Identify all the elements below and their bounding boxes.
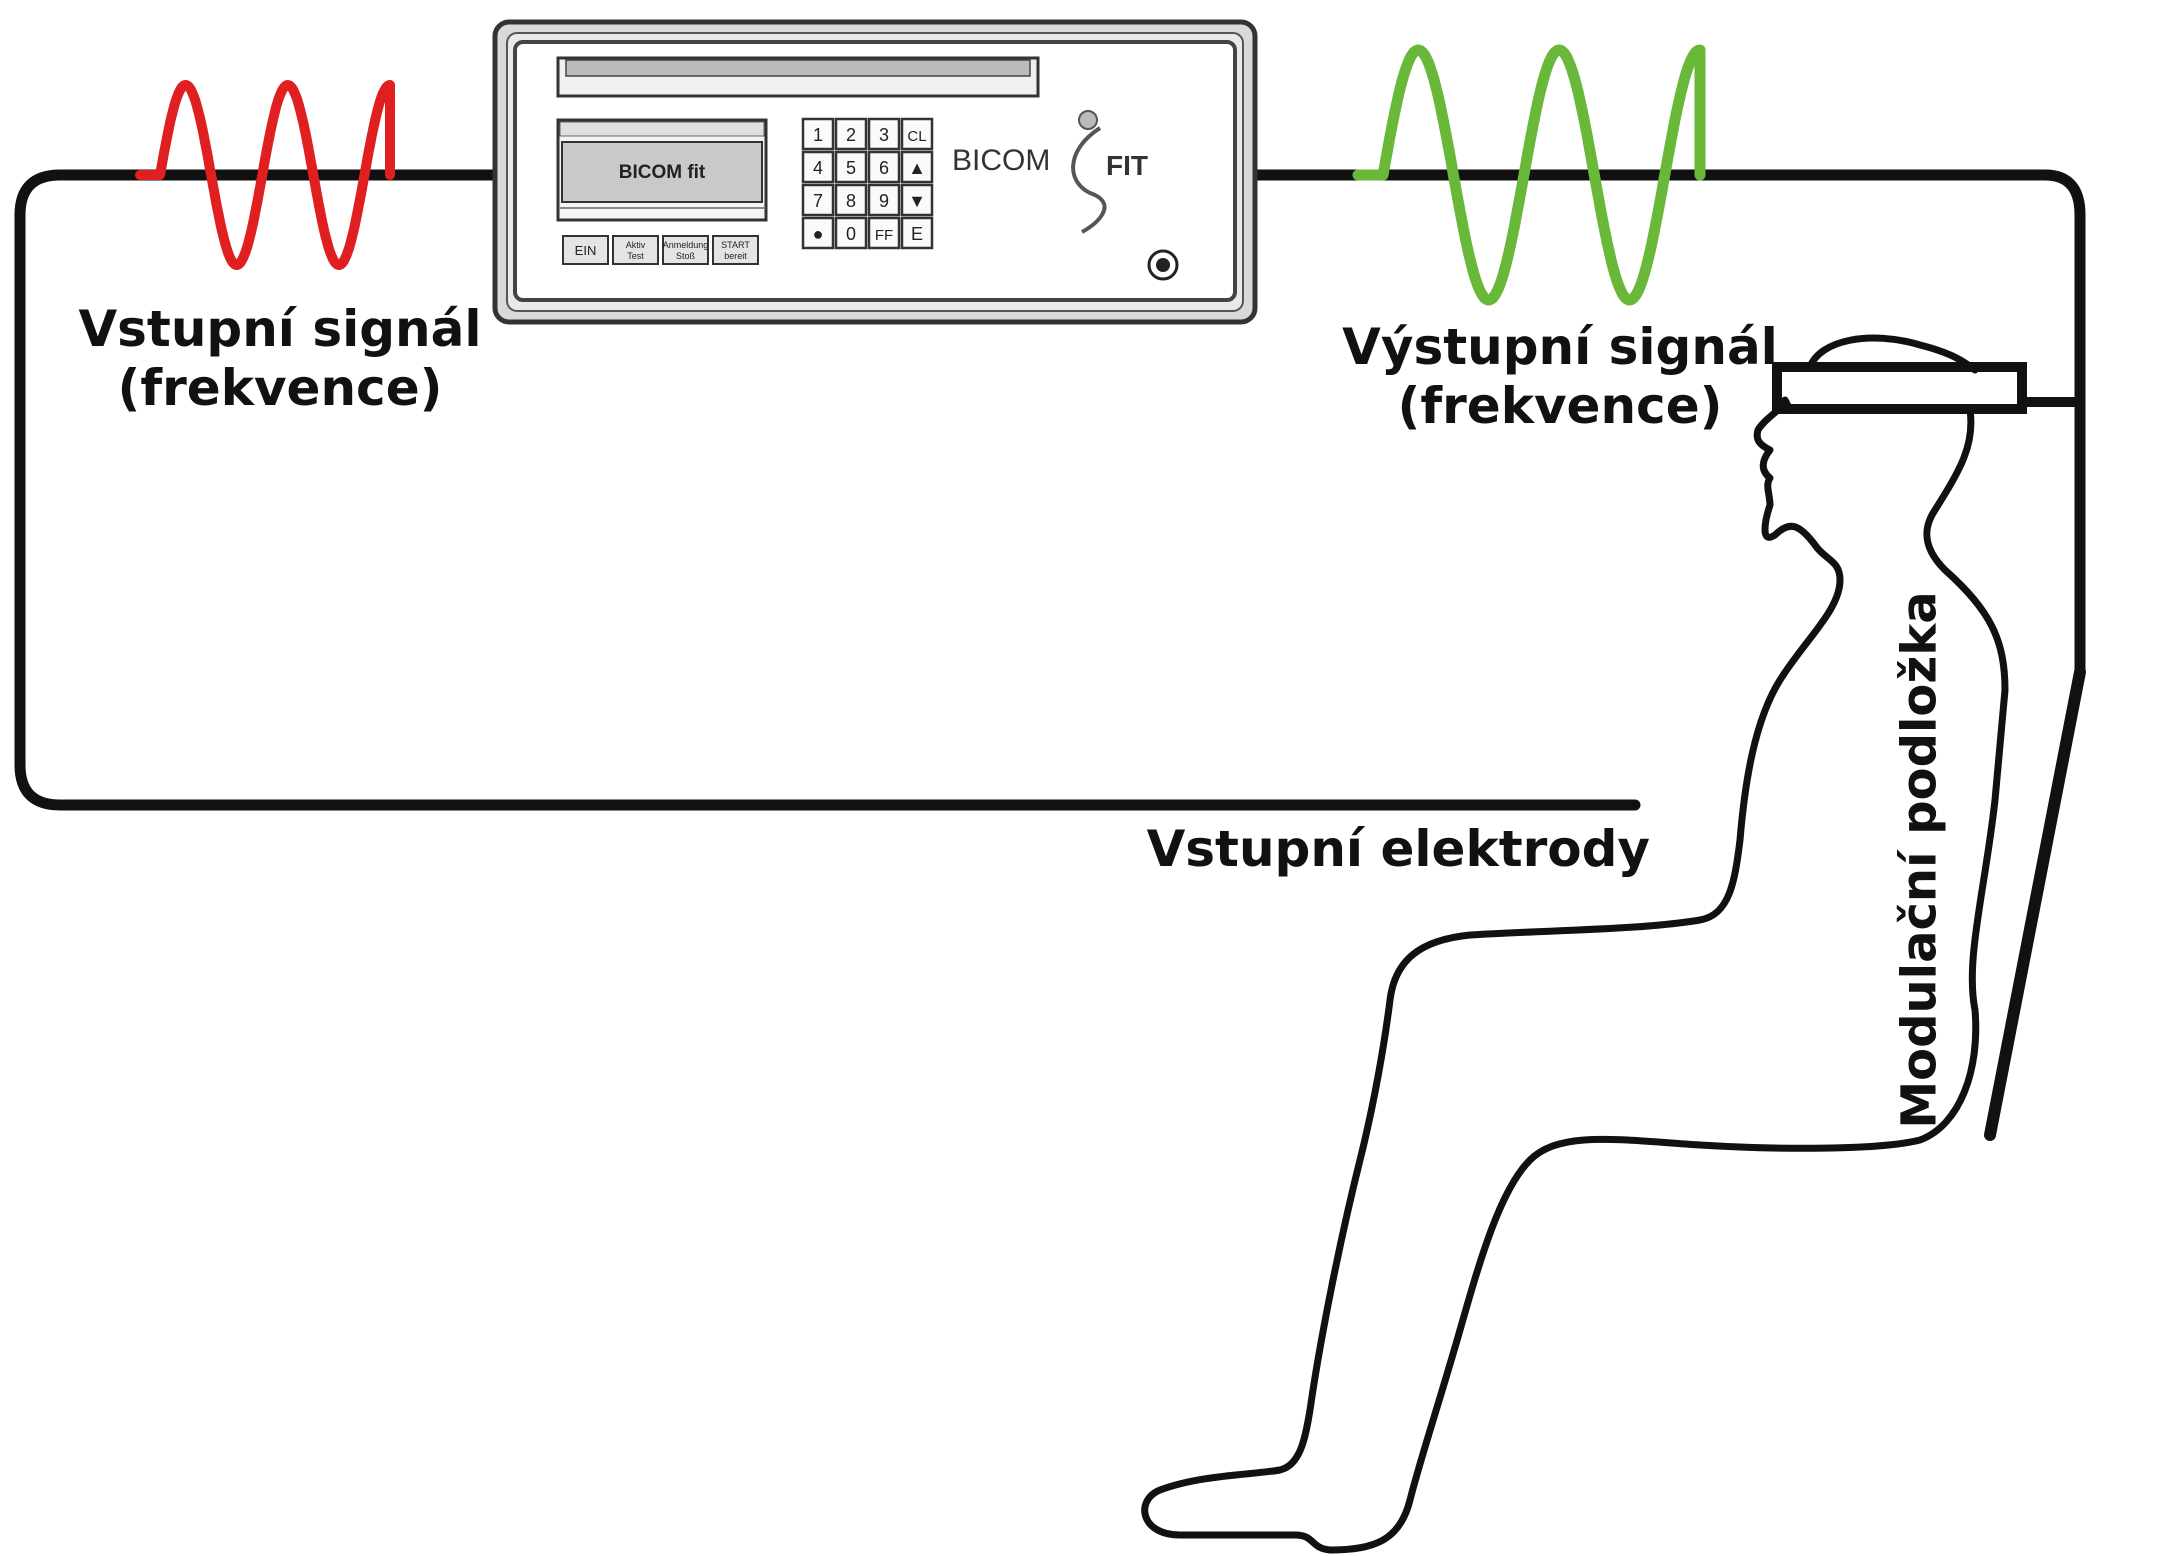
- function-button-label: Stoß: [676, 251, 696, 261]
- function-button-label: Aktiv: [626, 240, 646, 250]
- circuit-wire-right: [1249, 169, 2086, 676]
- input-signal-wave: [135, 80, 395, 270]
- brand-logo-dot: [1078, 110, 1098, 130]
- keypad-key[interactable]: 1: [801, 117, 835, 151]
- headband-electrode: [1772, 362, 2027, 414]
- input-signal-label-line2: (frekvence): [117, 359, 443, 417]
- output-signal-label-line2: (frekvence): [1397, 377, 1723, 435]
- circuit-wire: [14, 169, 1641, 811]
- keypad-key-label: ▼: [908, 191, 926, 211]
- function-button-label: START: [721, 240, 750, 250]
- keypad-key-label: ●: [813, 224, 824, 244]
- display-text: BICOM fit: [619, 162, 706, 183]
- function-button-label: EIN: [575, 243, 597, 258]
- brand-name: BICOM: [952, 144, 1050, 177]
- keypad-key-label: 6: [879, 158, 889, 178]
- brand-suffix: FIT: [1106, 150, 1148, 181]
- keypad-key[interactable]: ▲: [900, 150, 934, 184]
- keypad-key-label: FF: [875, 227, 893, 244]
- keypad-key[interactable]: 4: [801, 150, 835, 184]
- keypad-key-label: CL: [907, 128, 926, 145]
- modulation-pad-label: Modulační podložka: [1891, 591, 1948, 1129]
- keypad-key-label: 3: [879, 125, 889, 145]
- keypad: 1 2 3 CL 4 5 6 ▲ 7 8 9 ▼ ● 0 FF E: [801, 117, 934, 250]
- person-silhouette: [1141, 334, 2009, 1554]
- keypad-key-label: E: [911, 224, 923, 244]
- keypad-key-label: 7: [813, 191, 823, 211]
- input-signal-label-line1: Vstupní signál: [78, 300, 482, 358]
- input-electrodes-label: Vstupní elektrody: [1146, 820, 1650, 878]
- input-signal-label: Vstupní signál (frekvence): [30, 300, 530, 418]
- keypad-key[interactable]: 9: [867, 183, 901, 217]
- keypad-key[interactable]: E: [900, 216, 934, 250]
- function-button-label: Test: [627, 251, 644, 261]
- brand-logo-swoosh: [1071, 126, 1107, 234]
- function-button[interactable]: EIN: [562, 235, 609, 265]
- keypad-key-label: 0: [846, 224, 856, 244]
- display-screen: [561, 141, 763, 203]
- keypad-key[interactable]: 8: [834, 183, 868, 217]
- keypad-key-label: 8: [846, 191, 856, 211]
- keypad-key[interactable]: 3: [867, 117, 901, 151]
- output-signal-label: Výstupní signál (frekvence): [1290, 318, 1830, 436]
- keypad-key-label: 4: [813, 158, 823, 178]
- keypad-key[interactable]: CL: [900, 117, 934, 151]
- keypad-key[interactable]: 7: [801, 183, 835, 217]
- keypad-key-label: 9: [879, 191, 889, 211]
- keypad-key[interactable]: FF: [867, 216, 901, 250]
- function-button-label: bereit: [724, 251, 747, 261]
- keypad-key-label: ▲: [908, 158, 926, 178]
- output-signal-label-line1: Výstupní signál: [1342, 318, 1778, 376]
- keypad-key[interactable]: 2: [834, 117, 868, 151]
- keypad-key[interactable]: ▼: [900, 183, 934, 217]
- keypad-key-label: 1: [813, 125, 823, 145]
- keypad-key[interactable]: 0: [834, 216, 868, 250]
- keypad-key-label: 5: [846, 158, 856, 178]
- modulation-pad: [1984, 666, 2086, 1141]
- keypad-key[interactable]: 6: [867, 150, 901, 184]
- keypad-key[interactable]: 5: [834, 150, 868, 184]
- keypad-key-label: 2: [846, 125, 856, 145]
- keypad-key[interactable]: ●: [801, 216, 835, 250]
- output-signal-wave: [1352, 44, 1706, 306]
- function-button-label: Anmeldung: [663, 240, 709, 250]
